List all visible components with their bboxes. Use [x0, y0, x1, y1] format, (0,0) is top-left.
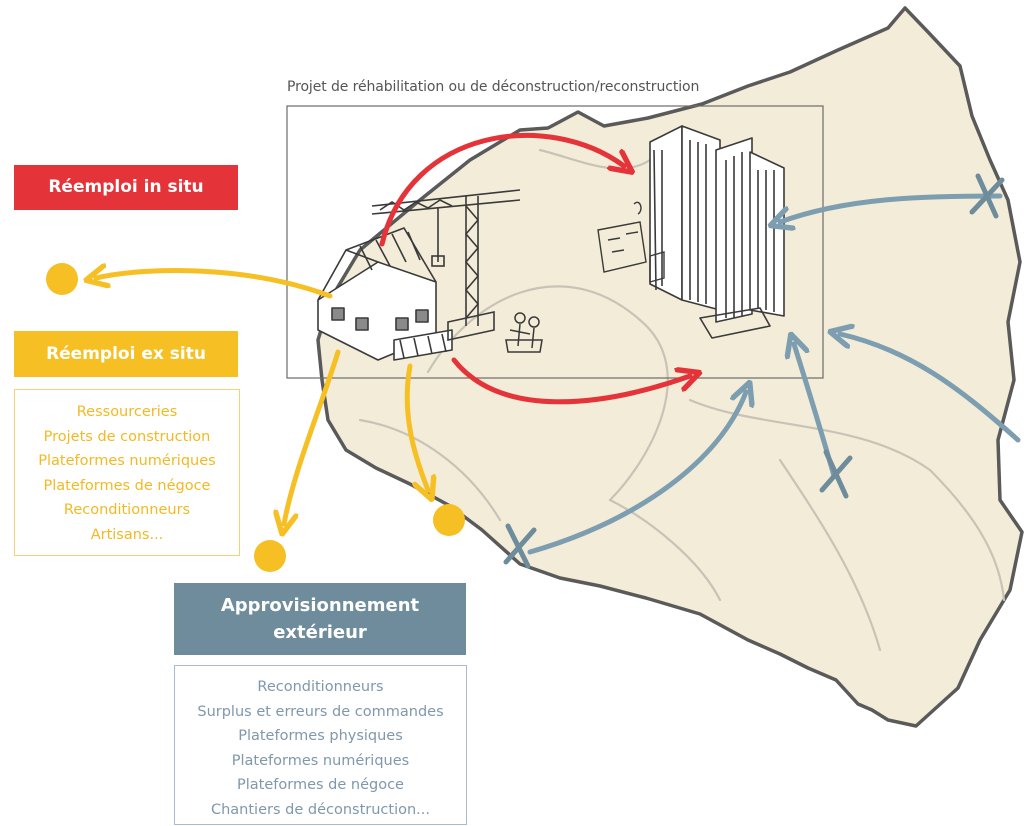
old-house-sketch: [317, 227, 453, 361]
list-item: Chantiers de déconstruction...: [210, 801, 430, 818]
list-item: Reconditionneurs: [257, 679, 384, 695]
ex-situ-arrow-left: [96, 271, 333, 299]
project-frame: [286, 105, 824, 379]
external-supply-list: Reconditionneurs Surplus et erreurs de c…: [174, 665, 467, 825]
list-item: Plateformes physiques: [238, 728, 403, 745]
territory-shape: [316, 6, 1024, 728]
external-supply-label-line1: Approvisionnement: [220, 595, 420, 616]
ex-situ-arrow-centre: [404, 363, 428, 490]
new-building-sketch: [649, 125, 785, 339]
blocked-cross-icon: [969, 173, 1005, 219]
in-situ-arrow-top: [379, 132, 624, 247]
list-item: Plateformes numériques: [38, 453, 216, 470]
in-situ-tag-bg: [14, 165, 238, 210]
in-situ-label: Réemploi in situ: [48, 177, 204, 197]
list-item: Plateformes numériques: [231, 752, 410, 769]
site-machinery-sketch: [597, 201, 665, 283]
blocked-cross-icon: [503, 523, 537, 569]
in-situ-arrow-bottom: [451, 357, 690, 405]
ex-situ-arrow-down: [284, 349, 341, 524]
list-item: Reconditionneurs: [63, 502, 191, 519]
list-item: Ressourceries: [76, 404, 178, 420]
supply-arrow-southwest: [527, 392, 746, 555]
supply-arrow-east: [780, 193, 1003, 222]
ex-situ-label: Réemploi ex situ: [46, 344, 206, 364]
destination-dot: [254, 540, 286, 572]
blocked-cross-icon: [819, 449, 853, 499]
list-item: Projets de construction: [43, 428, 211, 445]
ex-situ-tag-bg: [14, 331, 238, 377]
ex-situ-list: Ressourceries Projets de construction Pl…: [14, 389, 240, 556]
list-item: Surplus et erreurs de commandes: [197, 703, 444, 720]
destination-dot: [433, 504, 465, 536]
external-supply-label-line2: extérieur: [273, 622, 367, 643]
list-item: Plateformes de négoce: [43, 477, 211, 494]
destination-dot: [46, 263, 78, 295]
supply-arrow-far-east: [840, 334, 1021, 443]
external-tag-bg: [174, 583, 466, 655]
list-item: Artisans...: [90, 526, 164, 543]
workers-sketch: [505, 312, 543, 353]
list-item: Plateformes de négoce: [237, 777, 404, 794]
external-supply-label: Approvisionnement extérieur: [174, 583, 466, 655]
project-title: Projet de réhabilitation ou de déconstru…: [287, 79, 700, 95]
